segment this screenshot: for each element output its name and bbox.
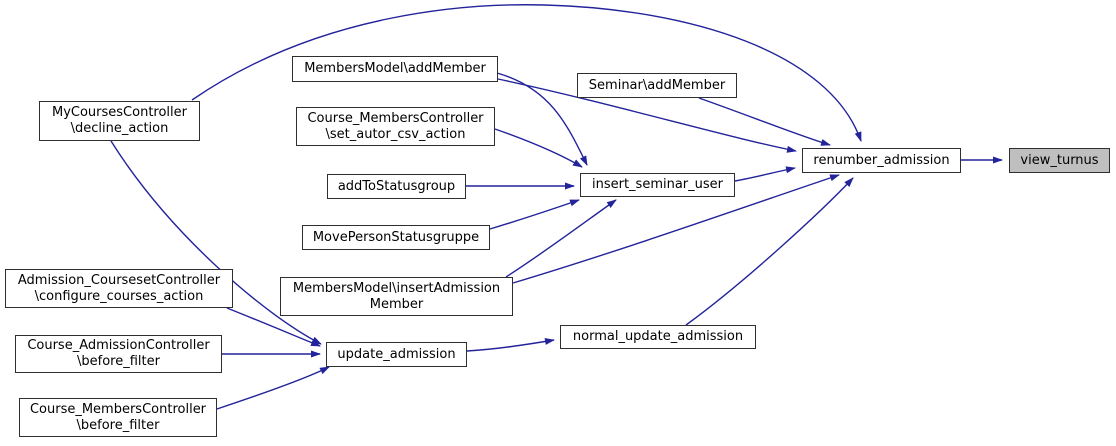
edge-membersmodel_addmember-to-renumber_admission	[497, 78, 797, 153]
node-label: addToStatusgroup	[337, 178, 456, 194]
edge-membersmodel_insertadmissionmember-to-renumber_admission	[512, 174, 840, 284]
node-insert_seminar_user[interactable]: insert_seminar_user	[580, 173, 735, 197]
node-normal_update_admission[interactable]: normal_update_admission	[560, 325, 756, 349]
node-label: Seminar\addMember	[588, 77, 726, 93]
node-label: view_turnus	[1020, 152, 1099, 168]
node-label: Course_MembersController	[29, 401, 207, 417]
edge-seminar_addmember-to-renumber_admission	[698, 97, 831, 146]
node-membersmodel_addmember[interactable]: MembersModel\addMember	[292, 56, 498, 82]
edge-insert_seminar_user-to-renumber_admission	[734, 166, 796, 182]
node-label: insert_seminar_user	[591, 177, 723, 192]
node-admission_coursesetcontroller_configure_courses_action[interactable]: Admission_CoursesetController\configure_…	[5, 269, 233, 308]
node-label: normal_update_admission	[572, 329, 744, 344]
edges-group	[110, 4, 1003, 410]
node-addtostatusgroup[interactable]: addToStatusgroup	[327, 174, 466, 199]
node-update_admission[interactable]: update_admission	[326, 342, 467, 367]
edge-movepersonstatusgruppe-to-insert_seminar_user	[489, 199, 580, 230]
edge-admission_coursesetcontroller_configure_courses_action-to-update_admission	[226, 307, 321, 347]
node-label: Admission_CoursesetController	[17, 272, 221, 288]
edge-mycourses_decline_action-to-update_admission	[110, 140, 322, 345]
node-label: MembersModel\addMember	[304, 61, 486, 76]
node-course_memberscontroller_before_filter[interactable]: Course_MembersController\before_filter	[19, 398, 217, 437]
node-label: \configure_courses_action	[34, 288, 204, 304]
node-label: \decline_action	[70, 121, 169, 136]
node-course_admissioncontroller_before_filter[interactable]: Course_AdmissionController\before_filter	[15, 335, 222, 373]
edge-membersmodel_insertadmissionmember-to-insert_seminar_user	[505, 199, 617, 278]
node-label: renumber_admission	[813, 152, 950, 168]
node-label: MovePersonStatusgruppe	[312, 229, 480, 245]
node-label: Course_MembersController	[307, 110, 484, 126]
node-label: MembersModel\insertAdmission	[292, 280, 501, 296]
edge-membersmodel_addmember-to-insert_seminar_user	[496, 72, 588, 166]
edge-normal_update_admission-to-renumber_admission	[685, 177, 854, 326]
node-movepersonstatusgruppe[interactable]: MovePersonStatusgruppe	[302, 225, 490, 250]
node-label: \set_autor_csv_action	[325, 126, 466, 142]
node-view_turnus: view_turnus	[1009, 148, 1110, 173]
edge-update_admission-to-normal_update_admission	[466, 338, 555, 352]
edge-course_memberscontroller_before_filter-to-update_admission	[216, 366, 330, 410]
node-course_memberscontroller_set_autor_csv_action[interactable]: Course_MembersController\set_autor_csv_a…	[296, 107, 495, 146]
node-label: \before_filter	[77, 354, 160, 369]
edge-course_memberscontroller_set_autor_csv_action-to-insert_seminar_user	[494, 128, 583, 168]
edge-mycourses_decline_action-to-renumber_admission	[191, 4, 862, 142]
node-renumber_admission[interactable]: renumber_admission	[802, 148, 961, 173]
node-label: update_admission	[337, 346, 456, 362]
node-label: MyCoursesController	[51, 105, 187, 120]
node-label: Course_AdmissionController	[27, 338, 210, 353]
node-mycourses_decline_action[interactable]: MyCoursesController\decline_action	[39, 101, 200, 141]
node-label: Member	[369, 296, 424, 312]
node-label: \before_filter	[76, 417, 160, 433]
node-seminar_addmember[interactable]: Seminar\addMember	[577, 73, 737, 98]
